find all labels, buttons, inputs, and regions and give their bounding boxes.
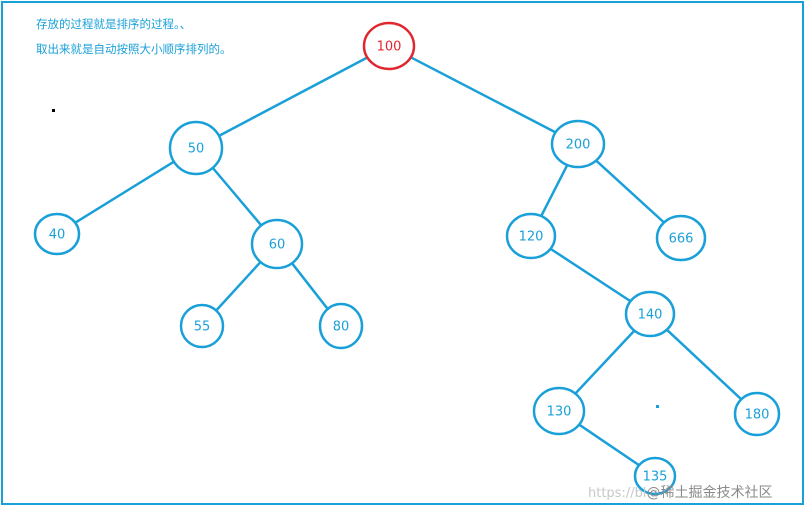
watermark: https://bl@稀土掘金技术社区: [588, 482, 772, 502]
node-140-label: 140: [638, 308, 663, 323]
stray-mark: [656, 405, 659, 408]
edge-130-135: [577, 423, 641, 467]
edge-200-666: [594, 159, 666, 224]
tree-edges: [73, 55, 743, 467]
edge-50-60: [211, 166, 263, 227]
node-130-circle: [532, 386, 586, 436]
node-135-circle: [633, 456, 677, 496]
node-140-circle: [624, 290, 676, 338]
node-50-label: 50: [188, 142, 205, 157]
node-180-label: 180: [745, 408, 770, 423]
note-line-2: 取出来就是自动按照大小顺序排列的。: [36, 42, 232, 56]
stray-mark: [52, 109, 55, 112]
node-50-circle: [168, 120, 224, 176]
node-80-label: 80: [333, 320, 350, 335]
edge-100-200: [409, 55, 558, 134]
node-60-label: 60: [269, 238, 286, 253]
node-666-label: 666: [669, 232, 694, 247]
edge-50-40: [73, 160, 176, 225]
node-120-label: 120: [519, 230, 544, 245]
edge-140-130: [574, 329, 636, 395]
edge-100-50: [217, 55, 370, 138]
edge-60-55: [214, 260, 262, 312]
node-100-label: 100: [377, 40, 402, 55]
node-55-circle: [179, 303, 225, 349]
node-130-label: 130: [547, 405, 572, 420]
note-line-1: 存放的过程就是排序的过程。、: [36, 17, 192, 31]
edge-120-140: [548, 247, 633, 303]
tree-nodes: 100 50 200 40 60 120 666 55 80 140 130 180 135: [33, 21, 781, 496]
node-200-circle: [550, 119, 606, 169]
edge-200-120: [540, 164, 569, 217]
edge-60-80: [290, 262, 330, 311]
edge-140-180: [665, 328, 743, 401]
node-200-label: 200: [566, 138, 591, 153]
watermark-url: https://bl: [588, 486, 647, 501]
node-40-label: 40: [49, 228, 66, 243]
node-40-circle: [33, 212, 81, 256]
node-100-circle: [362, 21, 416, 71]
node-135-label: 135: [643, 470, 668, 485]
node-180-circle: [733, 391, 781, 437]
node-60-circle: [250, 218, 304, 270]
node-55-label: 55: [194, 320, 211, 335]
node-666-circle: [655, 214, 707, 262]
node-80-circle: [318, 302, 364, 350]
node-120-circle: [505, 212, 557, 260]
watermark-brand: @稀土掘金技术社区: [646, 485, 773, 501]
